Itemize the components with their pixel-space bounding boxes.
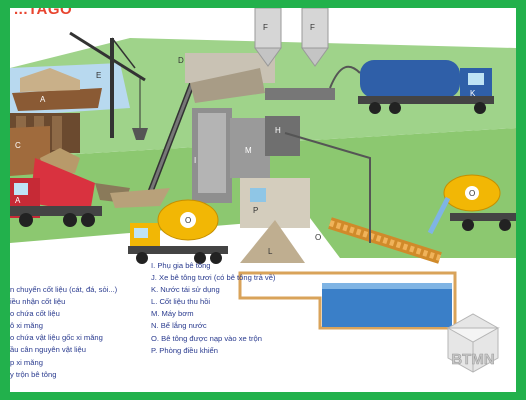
legend-item: N. Bể lắng nước (151, 321, 207, 331)
mixer-truck: O (128, 199, 228, 264)
legend-item: P. Phòng điều khiển (151, 345, 218, 355)
legend-item: J. Xe bê tông tươi (có bê tông trả về) (151, 273, 276, 283)
mixer-label: M (245, 146, 252, 155)
legend-item: p xi măng (10, 357, 43, 367)
crane: E (69, 31, 148, 140)
logo-text: BTMN (451, 351, 494, 368)
cement-silos: F F (254, 8, 329, 67)
mixer-truck-label: O (185, 216, 191, 225)
silo2-label: F (310, 23, 315, 32)
legend-item: n chuyển cốt liệu (cát, đá, sỏi...) (10, 285, 118, 294)
screw-conveyor: O (315, 217, 442, 264)
legend-item: ô xi măng (10, 321, 43, 331)
legend-item: o chứa vật liệu gốc xi măng (10, 333, 103, 343)
dump-truck: A (10, 158, 130, 227)
legend-right: I. Phụ gia bê tông J. Xe bê tông tươi (c… (151, 260, 321, 357)
ship-label: A (40, 95, 46, 104)
tanker-truck: K (329, 60, 494, 114)
legend-item: I. Phụ gia bê tông (151, 261, 211, 270)
settling-tank (238, 271, 457, 330)
recovered-label: L (268, 247, 273, 256)
legend-item: ầu cân nguyên vật liệu (10, 345, 86, 355)
legend-left: n chuyển cốt liệu (cát, đá, sỏi...) iều … (10, 284, 145, 381)
crane-label: E (96, 71, 101, 80)
plant-i-label: I (194, 156, 196, 165)
legend-item: M. Máy bơm (151, 309, 194, 319)
legend-item: y trộn bê tông (10, 369, 57, 379)
screw-label: O (315, 233, 321, 242)
legend-item: O. Bê tông được nạp vào xe trộn (151, 333, 262, 343)
diagram-canvas: A C E (10, 8, 516, 392)
tanker-label: K (470, 89, 476, 98)
btmn-logo: BTMN (446, 313, 500, 373)
legend-item: o chứa cốt liệu (10, 309, 60, 319)
batching-plant: I M H P (185, 53, 335, 228)
legend-item: iều nhận cốt liệu (10, 297, 66, 307)
plant-h-label: H (275, 126, 281, 135)
truck-label: A (15, 196, 21, 205)
recovered-aggregate: L (240, 220, 305, 263)
legend-item: L. Cốt liệu thu hồi (151, 297, 211, 307)
plant-illustration: A C E (10, 8, 516, 330)
mixer-truck-right: O (427, 174, 516, 235)
cargo-ship: A (12, 68, 102, 111)
bin-label: C (15, 141, 21, 150)
conveyor-label: D (178, 56, 184, 65)
silo1-label: F (263, 23, 268, 32)
control-label: P (253, 206, 258, 215)
return-pipe (284, 132, 371, 243)
legend-item: K. Nước tái sử dụng (151, 285, 220, 295)
brand-text: ...TAGO (14, 8, 73, 18)
right-truck-label: O (469, 189, 475, 198)
